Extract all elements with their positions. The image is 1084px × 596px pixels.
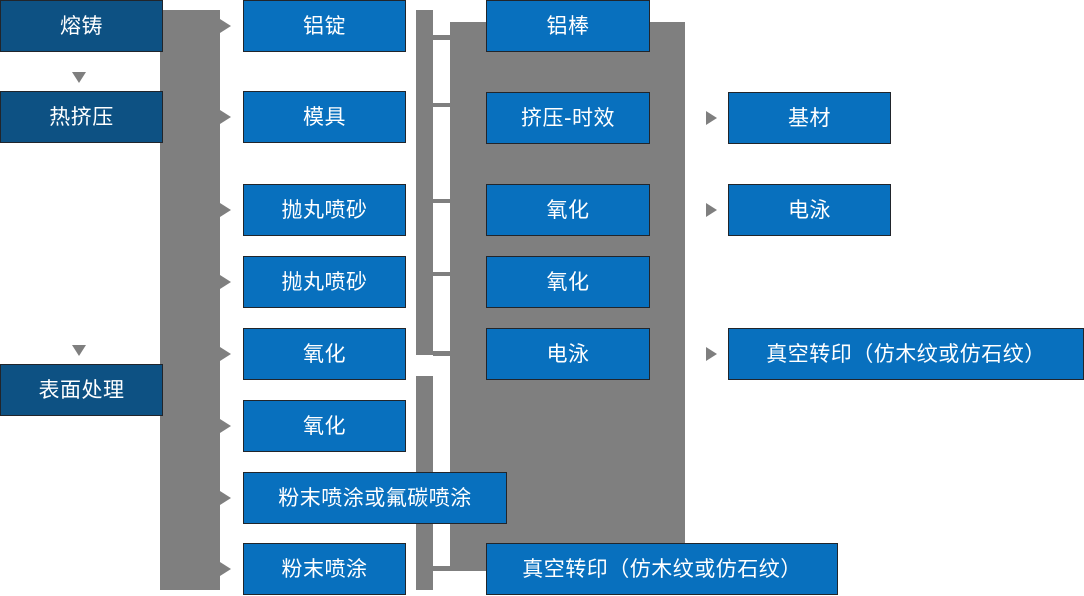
connector-arrow-to-c2-8 (220, 562, 231, 576)
connector-arrow-to-c4-3 (706, 347, 717, 361)
connector-down-arrow-2 (72, 345, 86, 356)
connector-down-arrow-1 (72, 72, 86, 83)
connector-arrow-to-c2-1 (220, 19, 231, 33)
process-box-shot-blasting-1[interactable]: 抛丸喷砂 (243, 184, 406, 236)
connector-mid-bar-upper (416, 10, 433, 355)
process-box-extrusion-aging[interactable]: 挤压-时效 (486, 92, 650, 144)
stage-box-hot-extrusion-label: 热挤压 (49, 104, 114, 129)
process-box-mold[interactable]: 模具 (243, 91, 406, 143)
process-box-powder-coating-label: 粉末喷涂 (281, 556, 368, 581)
connector-arrow-to-c2-6 (220, 419, 231, 433)
output-box-base-material-label: 基材 (788, 105, 831, 130)
process-box-shot-blasting-2[interactable]: 抛丸喷砂 (243, 256, 406, 308)
connector-left-trunk-lower (178, 390, 220, 590)
process-box-aluminum-ingot-label: 铝锭 (303, 13, 346, 38)
process-box-shot-blasting-1-label: 抛丸喷砂 (281, 197, 368, 222)
process-box-aluminum-ingot[interactable]: 铝锭 (243, 0, 406, 52)
process-box-oxidation-c3-1-label: 氧化 (546, 197, 590, 222)
process-box-oxidation-c3-2-label: 氧化 (546, 269, 590, 294)
output-box-base-material[interactable]: 基材 (728, 92, 891, 144)
process-box-powder-coating[interactable]: 粉末喷涂 (243, 543, 406, 595)
connector-arrow-to-c2-2 (220, 110, 231, 124)
output-box-electrophoresis[interactable]: 电泳 (728, 184, 891, 236)
stage-box-surface-treatment-label: 表面处理 (38, 377, 125, 402)
process-box-oxidation-c3-1[interactable]: 氧化 (486, 184, 650, 236)
process-box-electrophoresis-c3-label: 电泳 (546, 341, 590, 366)
output-box-vacuum-transfer-printing-label: 真空转印（仿木纹或仿石纹） (766, 341, 1046, 366)
process-box-mold-label: 模具 (303, 104, 346, 129)
process-box-shot-blasting-2-label: 抛丸喷砂 (281, 269, 368, 294)
stage-box-hot-extrusion[interactable]: 热挤压 (0, 91, 163, 143)
connector-stage3-stub (163, 388, 188, 392)
process-box-powder-or-fluorocarbon-coating[interactable]: 粉末喷涂或氟碳喷涂 (243, 472, 507, 524)
connector-arrow-to-c2-5 (220, 347, 231, 361)
process-box-electrophoresis-c3[interactable]: 电泳 (486, 328, 650, 380)
process-box-oxidation-c2-1[interactable]: 氧化 (243, 328, 406, 380)
connector-arrow-to-c2-3 (220, 203, 231, 217)
process-box-oxidation-c2-1-label: 氧化 (303, 341, 346, 366)
process-box-extrusion-aging-label: 挤压-时效 (520, 105, 616, 130)
process-box-oxidation-c2-2[interactable]: 氧化 (243, 400, 406, 452)
process-box-oxidation-c3-2[interactable]: 氧化 (486, 256, 650, 308)
connector-arrow-to-c4-2 (706, 203, 717, 217)
stage-box-melting[interactable]: 熔铸 (0, 0, 163, 52)
process-box-powder-or-fluorocarbon-coating-label: 粉末喷涂或氟碳喷涂 (278, 485, 472, 510)
process-box-aluminum-rod[interactable]: 铝棒 (486, 0, 650, 52)
output-box-electrophoresis-label: 电泳 (788, 197, 831, 222)
process-box-vacuum-transfer-printing-c3-label: 真空转印（仿木纹或仿石纹） (522, 556, 802, 581)
output-box-vacuum-transfer-printing[interactable]: 真空转印（仿木纹或仿石纹） (728, 328, 1084, 380)
stage-box-melting-label: 熔铸 (60, 13, 103, 38)
connector-mid-tick-6 (433, 566, 486, 571)
stage-box-surface-treatment[interactable]: 表面处理 (0, 364, 163, 416)
process-box-vacuum-transfer-printing-c3[interactable]: 真空转印（仿木纹或仿石纹） (486, 543, 838, 595)
process-box-aluminum-rod-label: 铝棒 (546, 13, 590, 38)
connector-arrow-to-c4-1 (706, 111, 717, 125)
connector-arrow-to-c2-4 (220, 275, 231, 289)
connector-arrow-to-c2-7 (220, 491, 231, 505)
process-box-oxidation-c2-2-label: 氧化 (303, 413, 346, 438)
